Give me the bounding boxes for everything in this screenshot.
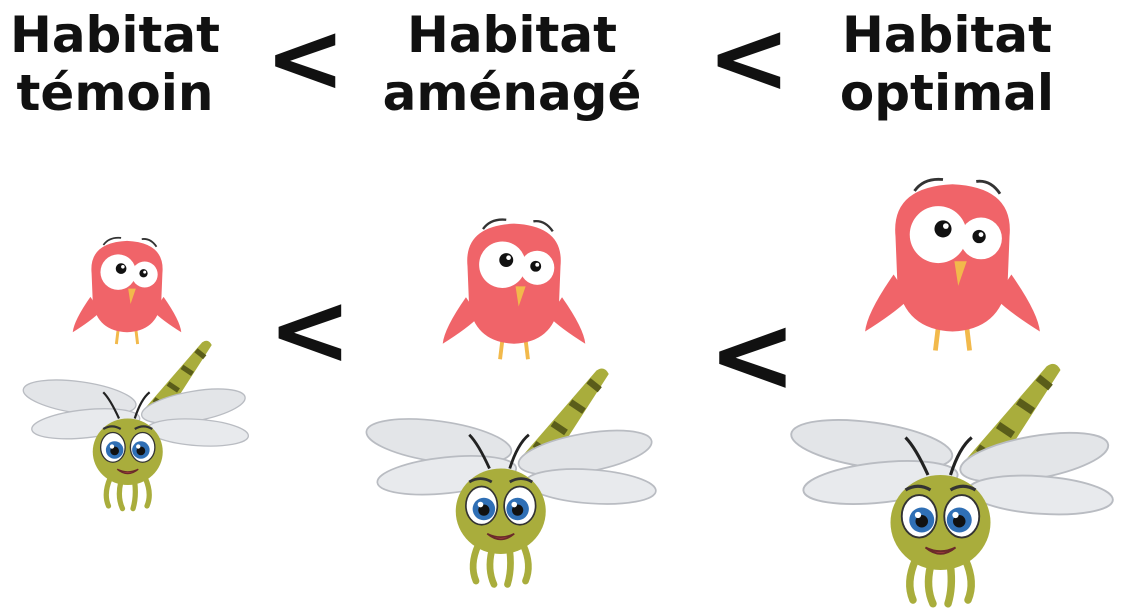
less-than-sign-middle-left: < [268, 280, 352, 380]
less-than-sign-top-left: < [265, 10, 345, 106]
heading-habitat-optimal: Habitat optimal [797, 6, 1097, 122]
red-bird-medium [425, 212, 603, 367]
heading-line: Habitat [362, 6, 662, 64]
red-bird-large [845, 170, 1060, 360]
dragonfly-medium [362, 365, 662, 590]
heading-line: Habitat [797, 6, 1097, 64]
heading-habitat-amenage: Habitat aménagé [362, 6, 662, 122]
dragonfly-large [782, 360, 1124, 610]
heading-line: optimal [797, 64, 1097, 122]
heading-line: témoin [0, 64, 265, 122]
heading-habitat-temoin: Habitat témoin [0, 6, 265, 122]
less-than-sign-top-right: < [707, 8, 791, 108]
heading-line: aménagé [362, 64, 662, 122]
heading-line: Habitat [0, 6, 265, 64]
dragonfly-small [14, 338, 259, 513]
red-bird-small [62, 232, 192, 350]
